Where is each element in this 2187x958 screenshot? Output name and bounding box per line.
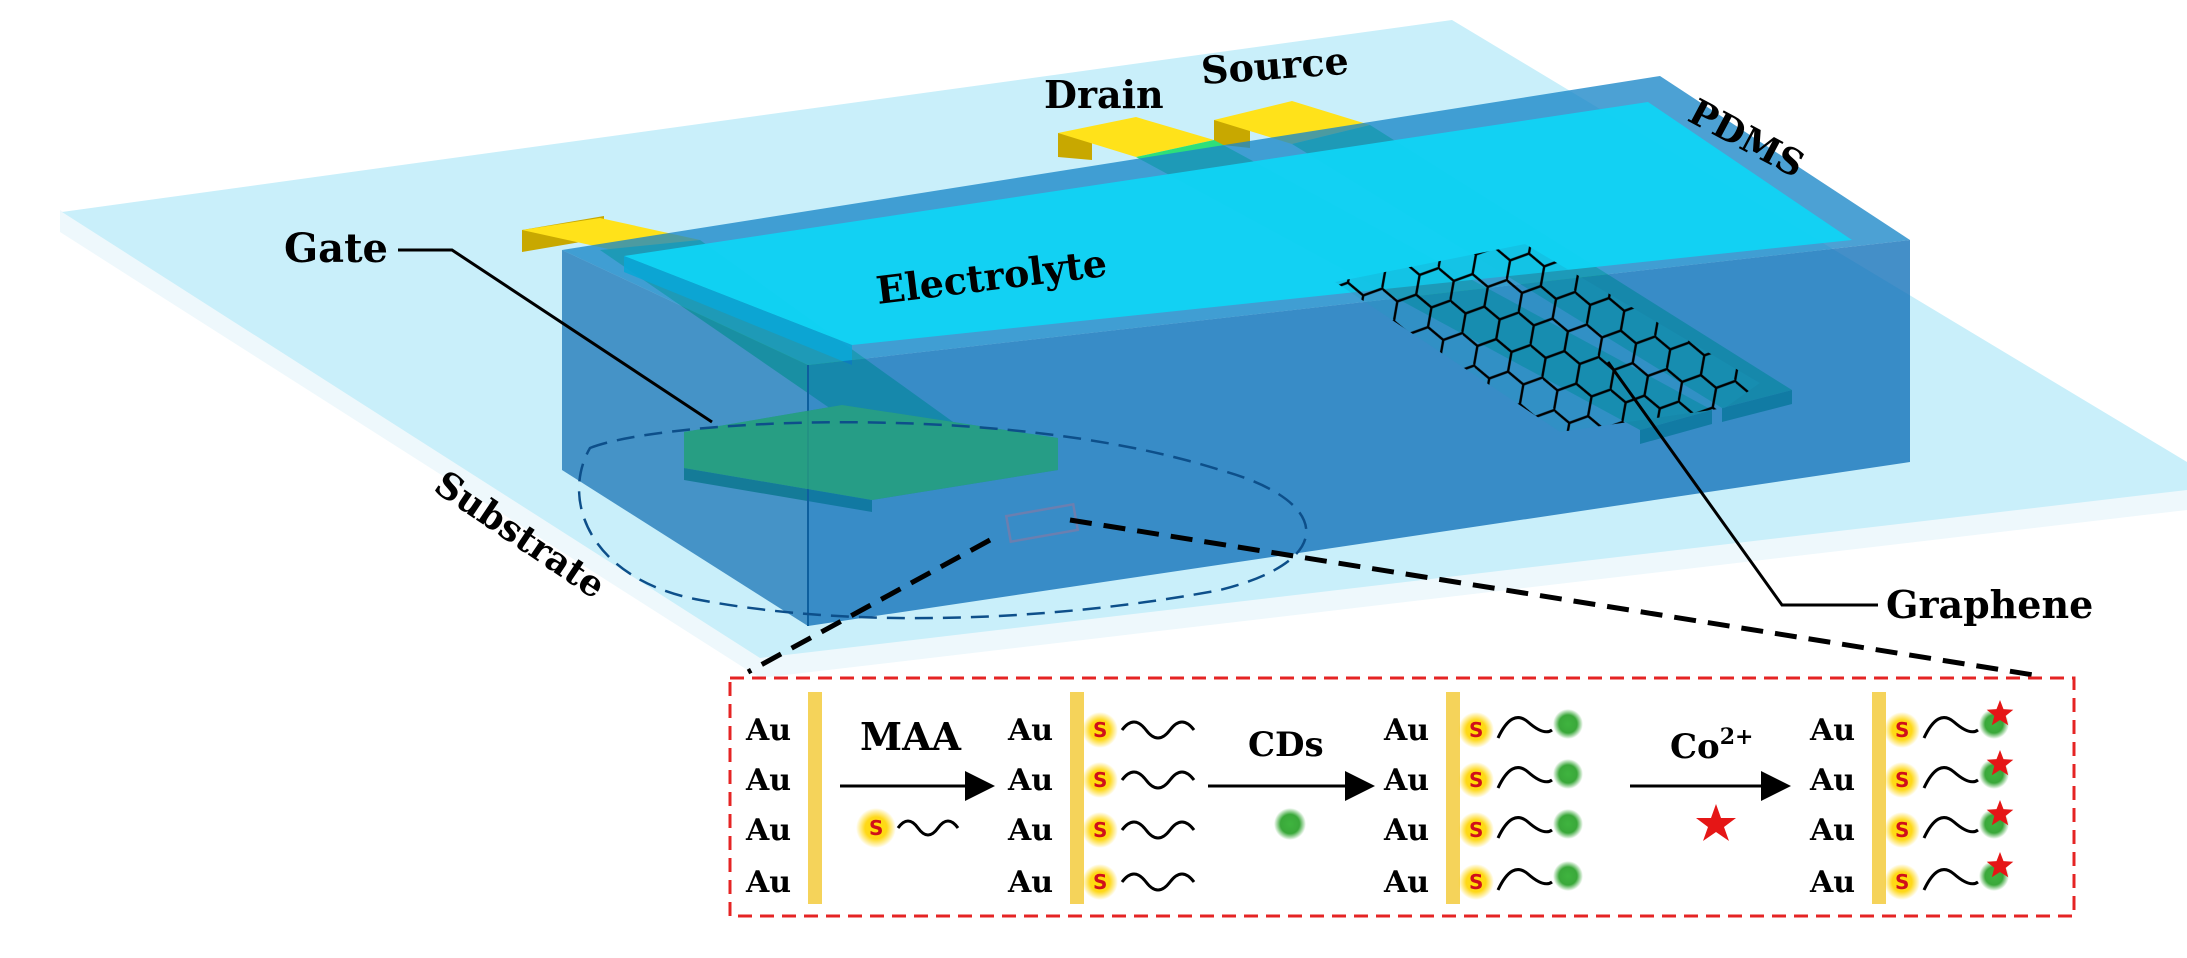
gold-electrode-bar — [1446, 692, 1460, 904]
au-label: Au — [745, 813, 791, 848]
s-glyph: S — [1093, 818, 1107, 842]
gate-dashed-outline — [577, 421, 1308, 620]
inset-border — [728, 676, 2076, 918]
s-group — [1082, 812, 1118, 848]
ligand-chain — [1120, 720, 1196, 740]
gate-leader — [398, 248, 713, 424]
gate-label: Gate — [284, 225, 388, 272]
step-co-label: Co2+ — [1670, 724, 1754, 767]
cds-reagent-dot — [1274, 808, 1306, 840]
ligand-chain — [1496, 816, 1553, 839]
s-group — [1458, 864, 1494, 900]
pdms-inner-wall — [624, 256, 852, 365]
au-label: Au — [1809, 713, 1855, 748]
ligand-chain — [1496, 716, 1553, 739]
leader-lines — [398, 248, 2041, 679]
carbon-dot — [1553, 709, 1583, 739]
au-label: Au — [745, 713, 791, 748]
s-group — [1082, 864, 1118, 900]
cobalt-ion-star — [1986, 750, 2014, 776]
ligand-chain — [1120, 770, 1196, 790]
s-group — [1884, 712, 1920, 748]
gate-electrode-hidden — [684, 405, 1058, 500]
s-group — [1884, 762, 1920, 798]
s-glyph: S — [1895, 818, 1909, 842]
ligand-chain — [1496, 766, 1553, 789]
zoom-box — [1004, 502, 1080, 544]
ligand-chain — [1922, 766, 1979, 789]
au-label: Au — [1383, 865, 1429, 900]
s-group — [1082, 712, 1118, 748]
ligand-chain — [1922, 716, 1979, 739]
gold-electrode-bar — [808, 692, 822, 904]
carbon-dot — [1553, 809, 1583, 839]
electrolyte — [624, 102, 1852, 345]
s-group — [1082, 762, 1118, 798]
au-label: Au — [745, 763, 791, 798]
cobalt-ion-star — [1986, 800, 2014, 826]
s-group — [1458, 812, 1494, 848]
co-reagent-star — [1696, 804, 1736, 841]
s-glyph: S — [1895, 718, 1909, 742]
au-label: Au — [1007, 763, 1053, 798]
source-label: Source — [1199, 38, 1350, 93]
s-group — [1884, 864, 1920, 900]
cobalt-ion-star — [1986, 700, 2014, 726]
step-cds-label: CDs — [1248, 725, 1324, 765]
cobalt-ion-star — [1986, 852, 2014, 878]
substrate-side — [60, 210, 2187, 678]
s-glyph: S — [1469, 818, 1483, 842]
s-glyph: S — [1093, 718, 1107, 742]
graphene-leader — [1606, 361, 1878, 607]
au-label: Au — [1383, 763, 1429, 798]
s-glyph: S — [1093, 870, 1107, 894]
au-label: Au — [1383, 713, 1429, 748]
ligand-chain — [1922, 816, 1979, 839]
carbon-dot — [1553, 861, 1583, 891]
s-glyph: S — [1469, 718, 1483, 742]
drain-pad-top — [1058, 117, 1214, 157]
au-label: Au — [745, 865, 791, 900]
s-glyph: S — [1469, 870, 1483, 894]
carbon-dot — [1553, 759, 1583, 789]
au-label: Au — [1007, 713, 1053, 748]
gold-electrode-bar — [1070, 692, 1084, 904]
maa-reagent-icon: S — [856, 808, 960, 848]
ligand-chain — [1120, 872, 1196, 892]
graphene-label: Graphene — [1886, 582, 2093, 627]
s-glyph: S — [1895, 768, 1909, 792]
gold-electrode-bar — [1872, 692, 1886, 904]
s-group — [1458, 762, 1494, 798]
au-label: Au — [1809, 865, 1855, 900]
au-label: Au — [1007, 813, 1053, 848]
zoom-line-right — [1069, 517, 2041, 679]
s-glyph: S — [1895, 870, 1909, 894]
maa-s-glyph: S — [869, 816, 883, 840]
zoom-line-left — [746, 537, 992, 675]
au-label: Au — [1809, 763, 1855, 798]
au-label: Au — [1007, 865, 1053, 900]
s-group — [1884, 812, 1920, 848]
ligand-chain — [1496, 868, 1553, 891]
gate-underlay — [577, 405, 1308, 620]
s-group — [1458, 712, 1494, 748]
drain-label: Drain — [1044, 72, 1164, 117]
ligand-chain — [1120, 820, 1196, 840]
au-label: Au — [1383, 813, 1429, 848]
s-glyph: S — [1469, 768, 1483, 792]
ligand-chain — [1922, 868, 1979, 891]
s-glyph: S — [1093, 768, 1107, 792]
step-maa-label: MAA — [860, 714, 962, 759]
au-label: Au — [1809, 813, 1855, 848]
